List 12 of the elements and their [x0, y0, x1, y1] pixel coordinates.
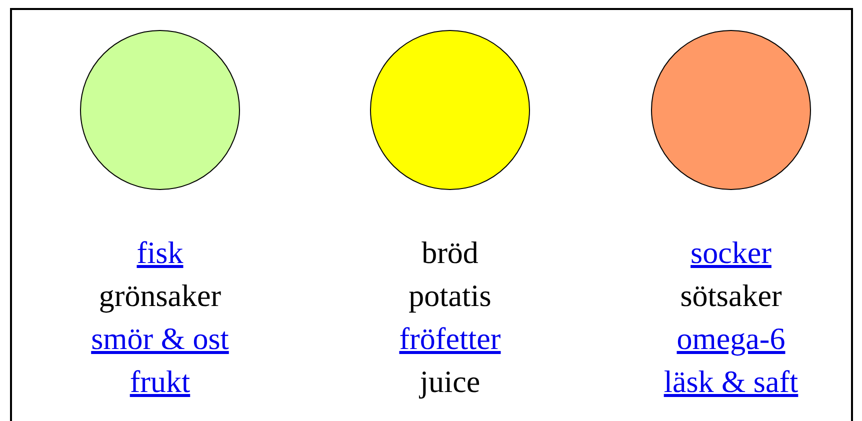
food-link: socker: [690, 234, 772, 272]
food-link: läsk & saft: [664, 363, 798, 401]
food-link: frukt: [130, 363, 190, 401]
food-item: juice: [420, 363, 480, 401]
food-link: fisk: [136, 234, 184, 272]
food-item: grönsaker: [98, 277, 222, 315]
food-item: potatis: [408, 277, 492, 315]
food-link: fröfetter: [399, 320, 501, 358]
food-item: sötsaker: [680, 277, 782, 315]
food-item: bröd: [422, 234, 478, 272]
food-link: omega-6: [676, 320, 786, 358]
food-link: smör & ost: [91, 320, 229, 358]
